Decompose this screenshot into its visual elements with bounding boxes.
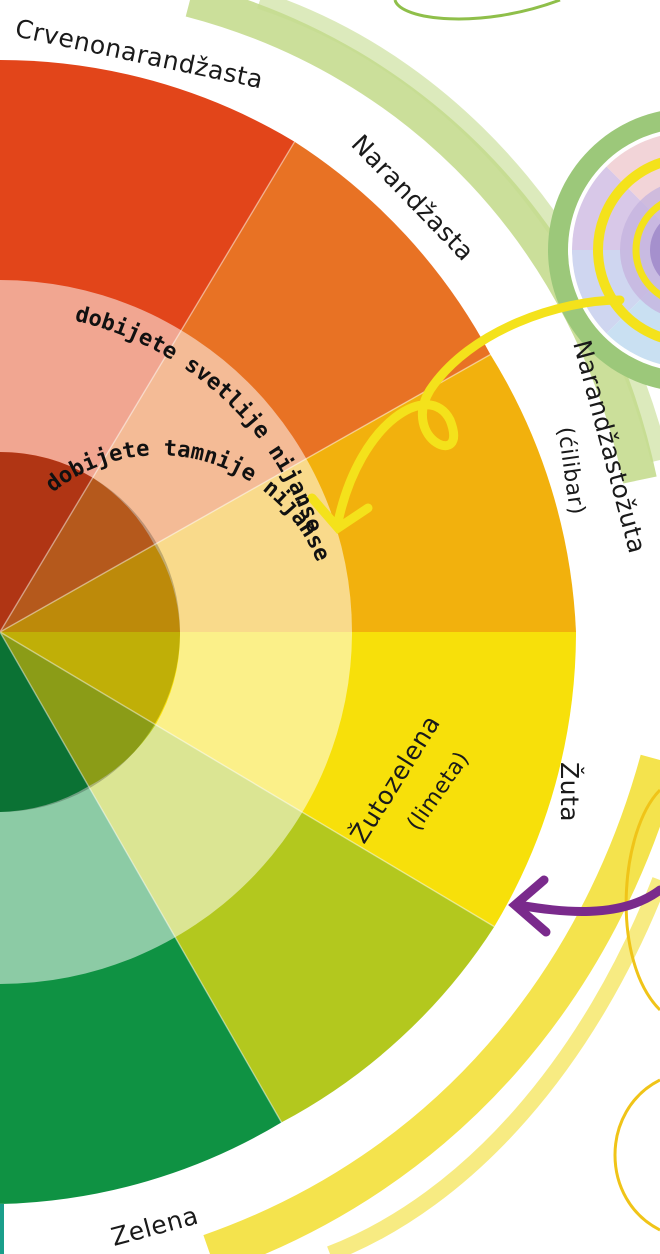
label-narandzastozuta-sub: (ćilibar) <box>552 425 589 516</box>
mini-color-wheel <box>548 111 660 389</box>
segment-teal <box>0 1203 4 1254</box>
purple-arrow <box>508 875 660 937</box>
darker-shade-core <box>0 452 180 812</box>
yellow-swirl-decoration <box>624 788 660 1012</box>
color-wheel <box>0 60 576 1254</box>
yellow-swirl-decoration-2 <box>613 1078 660 1232</box>
inner-hue-region <box>0 452 181 812</box>
label-zelena: Zelena <box>108 1201 201 1252</box>
label-zuta: Žuta <box>555 762 584 822</box>
segment-dividers <box>0 141 495 1123</box>
yellow-arrow <box>307 295 625 534</box>
green-band-decoration <box>185 0 657 484</box>
yellow-band-edge <box>327 877 660 1254</box>
yellow-band-decoration <box>203 754 660 1254</box>
green-swirl-decoration <box>393 0 561 21</box>
